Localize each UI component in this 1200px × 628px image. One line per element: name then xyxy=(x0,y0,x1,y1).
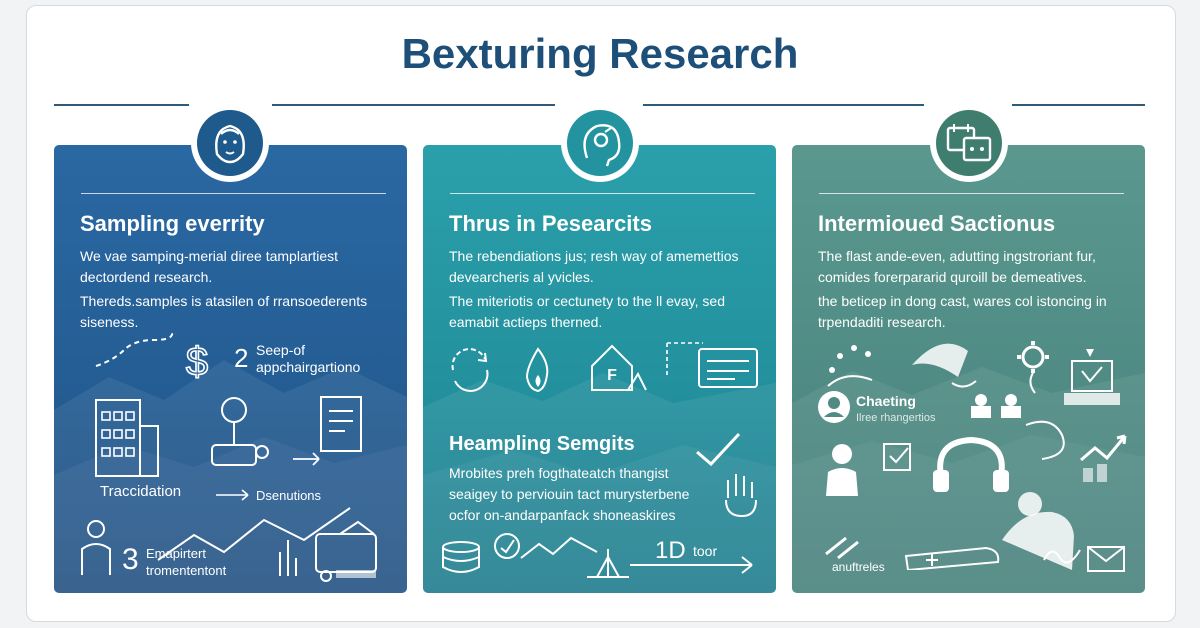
cycle-icon xyxy=(451,348,489,392)
face-icon xyxy=(215,124,245,164)
house-icon: F xyxy=(591,344,647,391)
bottom-number: 3 xyxy=(122,543,139,576)
user-icon xyxy=(818,391,850,423)
svg-text:F: F xyxy=(607,367,617,384)
panel-paragraph: The flast ande-even, adutting ingstroria… xyxy=(818,248,1096,285)
head-icon xyxy=(583,124,621,167)
title-rule-left xyxy=(54,104,189,106)
document-icon xyxy=(293,396,362,466)
laptop-icon xyxy=(1064,349,1120,405)
map-icon xyxy=(912,343,977,388)
line-chart-icon xyxy=(494,533,598,559)
traccidation-label: Traccidation xyxy=(100,483,182,500)
coins-icon xyxy=(442,541,480,573)
ticket-icon xyxy=(666,342,758,388)
hand-icon xyxy=(725,474,757,518)
dashed-trend-icon xyxy=(95,331,174,367)
number-text: toor xyxy=(693,543,718,559)
building-icon xyxy=(95,399,159,477)
person-icon xyxy=(81,520,111,575)
badge-face xyxy=(191,104,269,182)
panel-divider xyxy=(819,193,1124,194)
badge-head xyxy=(561,104,639,182)
squiggle-icon xyxy=(1043,549,1081,564)
mountain-backdrop xyxy=(423,373,776,593)
step-text: Seep-of xyxy=(256,342,306,358)
envelope-icon xyxy=(1087,546,1125,572)
headset-icon xyxy=(933,436,1009,492)
calendar-icon xyxy=(946,124,992,162)
panel-paragraph: The rebendiations jus; resh way of ameme… xyxy=(449,248,739,285)
panel-paragraph: the beticep in dong cast, wares col isto… xyxy=(818,293,1107,330)
wrench-icon xyxy=(825,536,859,560)
hand-pointer-icon xyxy=(904,492,1074,570)
check-icon xyxy=(696,432,741,467)
badge-calendar xyxy=(930,104,1008,182)
panel-sactionus: Intermioued Sactionus The flast ande-eve… xyxy=(792,145,1145,593)
dsenutions-label: Dsenutions xyxy=(256,488,322,503)
dots-icon xyxy=(827,345,873,387)
panel-paragraph: The miteriotis or cectunety to the ll ev… xyxy=(449,293,725,330)
panel-research: Thrus in Pesearcits The rebendiations ju… xyxy=(423,145,776,593)
title-rule-middle-right xyxy=(643,104,924,106)
checkbox-icon xyxy=(883,443,911,471)
long-arrow-icon xyxy=(630,556,753,574)
dollar-icon: $ xyxy=(185,339,209,385)
flame-icon xyxy=(525,347,549,393)
zigzag-trend-line xyxy=(157,507,351,561)
step-text: appchairgartiono xyxy=(256,359,361,375)
page-title: Bexturing Research xyxy=(401,30,799,77)
title-rule-middle-left xyxy=(272,104,555,106)
chart-sublabel: Ilree rhangertios xyxy=(856,412,936,424)
trend-arrow-icon xyxy=(1080,434,1127,482)
curve-icon xyxy=(1025,420,1065,460)
bar-chart-icon xyxy=(279,540,297,576)
panel-sampling: Sampling everrity We vae samping-merial … xyxy=(54,145,407,593)
balance-icon xyxy=(587,549,629,578)
chart-label: Chaeting xyxy=(856,393,916,409)
step-number: 2 xyxy=(234,343,249,373)
person-icon xyxy=(826,444,858,496)
panel-paragraph: Mrobites preh fogthateatch thangist seai… xyxy=(449,465,690,523)
people-icon xyxy=(971,394,1021,418)
panel-divider xyxy=(81,193,386,194)
panel-divider xyxy=(450,193,755,194)
number-label: 1D xyxy=(655,537,686,564)
gear-icon xyxy=(1017,341,1049,394)
panel-heading: Thrus in Pesearcits xyxy=(449,211,652,236)
panel-subheading: Heampling Semgits xyxy=(449,433,635,455)
machine-icon xyxy=(315,520,377,582)
bottom-label: anuftreles xyxy=(832,560,885,574)
arrow-icon xyxy=(216,489,249,501)
svg-text:$: $ xyxy=(186,340,208,384)
bottom-text: Emapirtert xyxy=(146,546,206,561)
panel-heading: Intermioued Sactionus xyxy=(818,211,1056,236)
panel-paragraph: We vae samping-merial diree tamplartiest… xyxy=(80,248,339,285)
panel-heading: Sampling everrity xyxy=(80,211,265,236)
panel-paragraph: Thereds.samples is atasilen of rransoede… xyxy=(80,293,368,330)
bottom-text: tromententont xyxy=(146,563,227,578)
microscope-icon xyxy=(211,397,269,466)
title-rule-right xyxy=(1012,104,1145,106)
